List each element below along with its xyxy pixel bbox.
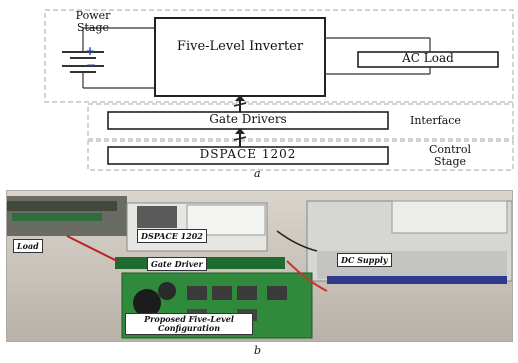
ac-load-label: AC Load bbox=[358, 52, 498, 65]
interface-label: Interface bbox=[410, 114, 461, 127]
block-diagram: Five-Level Inverter AC Load Gate Drivers… bbox=[0, 0, 518, 180]
dspace-label: DSPACE 1202 bbox=[108, 148, 388, 161]
control-stage-label: Control Stage bbox=[420, 144, 480, 168]
panel-a-caption: a bbox=[254, 167, 261, 180]
inverter-label: Five-Level Inverter bbox=[155, 40, 325, 54]
source-plus-sign: + bbox=[85, 44, 95, 58]
dspace-photo-label: DSPACE 1202 bbox=[137, 229, 207, 243]
dc-source-icon bbox=[62, 28, 104, 88]
dc-supply-label: DC Supply bbox=[337, 253, 392, 267]
source-minus-sign: − bbox=[86, 58, 96, 72]
configuration-label: Proposed Five-Level Configuration bbox=[125, 313, 253, 335]
bus-arrow-up-icon bbox=[234, 128, 246, 147]
gate-driver-label: Gate Driver bbox=[147, 257, 207, 271]
photo-illustration bbox=[7, 191, 512, 341]
panel-b-caption: b bbox=[254, 344, 261, 357]
load-label: Load bbox=[13, 239, 43, 253]
inverter-block bbox=[155, 18, 325, 96]
power-stage-label: Power Stage bbox=[58, 10, 128, 34]
experimental-setup-photo: Load DSPACE 1202 Gate Driver DC Supply P… bbox=[6, 190, 513, 342]
gate-drivers-label: Gate Drivers bbox=[108, 113, 388, 126]
